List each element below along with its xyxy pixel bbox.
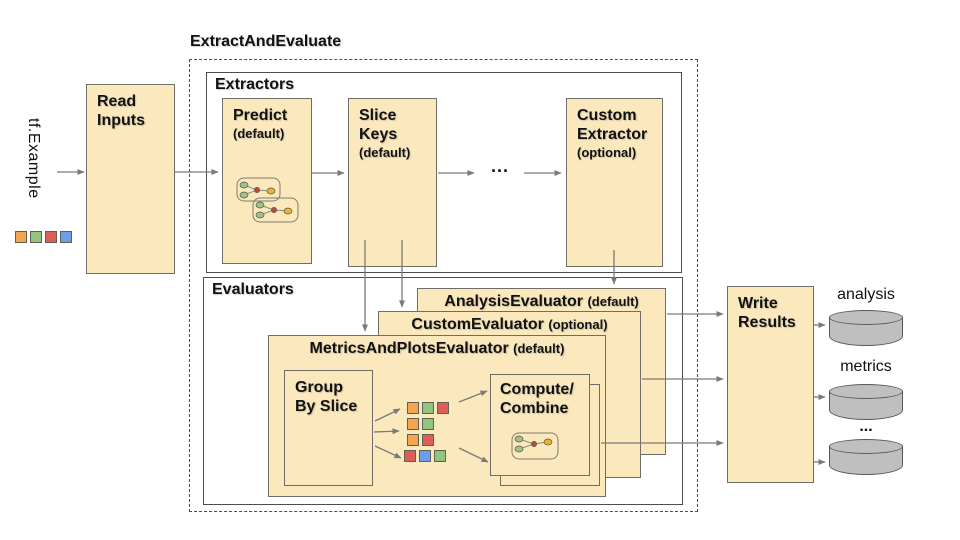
slice-keys-qualifier: (default) [359, 144, 411, 160]
analysis-output-label: analysis [837, 286, 895, 303]
compute-combine-box: Compute/ Combine [490, 374, 590, 476]
write-results-label: Write Results [738, 295, 796, 331]
blue-square [419, 450, 431, 462]
group-by-slice-box: Group By Slice [284, 370, 373, 486]
custom-extractor-label: Custom Extractor [577, 107, 648, 143]
analysis-database-cylinder-icon [829, 310, 903, 346]
orange-square [407, 418, 419, 430]
green-square [422, 418, 434, 430]
slice-grid-row [407, 418, 434, 430]
read-inputs-label: Read Inputs [97, 93, 145, 129]
more-database-cylinder-icon [829, 439, 903, 475]
green-square [30, 231, 42, 243]
analysis-evaluator-qualifier: (default) [587, 294, 639, 309]
metrics-database-cylinder-icon [829, 384, 903, 420]
green-square [422, 402, 434, 414]
green-square [434, 450, 446, 462]
extractors-label: Extractors [215, 76, 295, 93]
metrics-output-label: metrics [840, 358, 892, 375]
evaluators-label: Evaluators [212, 281, 294, 298]
slice-grid-row [407, 434, 434, 446]
extractors-ellipsis: ... [491, 156, 510, 176]
compute-combine-label-line2: Combine [500, 399, 569, 417]
red-square [422, 434, 434, 446]
write-results-box: Write Results [727, 286, 814, 483]
pipeline-title: ExtractAndEvaluate [190, 33, 342, 50]
group-by-slice-label: Group By Slice [295, 379, 358, 415]
compute-graph-icon [511, 432, 559, 460]
orange-square [407, 434, 419, 446]
orange-square [15, 231, 27, 243]
extract-and-evaluate-container [189, 59, 698, 512]
red-square [45, 231, 57, 243]
custom-evaluator-qualifier: (optional) [548, 317, 608, 332]
slice-keys-extractor-box: Slice Keys (default) [348, 98, 437, 267]
slice-grid-row [404, 450, 446, 462]
red-square [437, 402, 449, 414]
predict-qualifier: (default) [233, 125, 285, 141]
model-graph-icon [236, 177, 299, 223]
blue-square [60, 231, 72, 243]
input-label: tf.Example [25, 118, 42, 199]
predict-label: Predict [233, 107, 288, 124]
read-inputs-box: Read Inputs [86, 84, 175, 274]
orange-square [407, 402, 419, 414]
red-square [404, 450, 416, 462]
slice-keys-label: Slice Keys [359, 107, 398, 143]
metrics-and-plots-evaluator-qualifier: (default) [513, 341, 565, 356]
predict-extractor-box: Predict (default) [222, 98, 312, 264]
input-squares [15, 231, 72, 243]
custom-evaluator-label: CustomEvaluator [411, 316, 544, 333]
custom-extractor-qualifier: (optional) [577, 144, 637, 160]
compute-combine-label-line1: Compute/ [500, 381, 574, 398]
analysis-evaluator-label: AnalysisEvaluator [444, 293, 583, 310]
custom-extractor-box: Custom Extractor (optional) [566, 98, 663, 267]
slice-grid-row [407, 402, 449, 414]
metrics-and-plots-evaluator-label: MetricsAndPlotsEvaluator [309, 340, 509, 357]
more-outputs-label: ... [859, 418, 873, 435]
